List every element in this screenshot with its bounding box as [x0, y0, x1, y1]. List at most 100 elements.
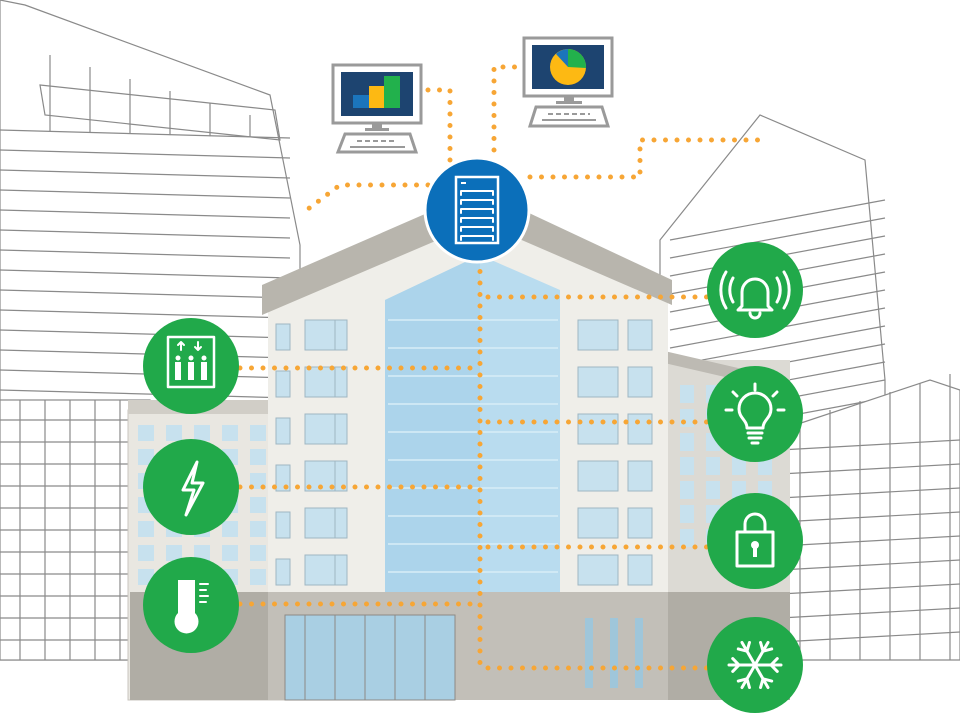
- window: [680, 433, 694, 451]
- window: [275, 417, 291, 445]
- window: [194, 545, 210, 561]
- window: [706, 457, 720, 475]
- window: [627, 413, 653, 445]
- outline-floor: [779, 439, 960, 451]
- elevator-icon: [166, 335, 216, 389]
- window: [627, 507, 653, 539]
- window: [334, 413, 348, 445]
- system-elevator[interactable]: [143, 318, 239, 414]
- window: [627, 366, 653, 398]
- outline-floor: [779, 535, 960, 547]
- outline-floor: [779, 583, 960, 595]
- snowflake-branch: [736, 647, 749, 653]
- outline-floor: [0, 309, 291, 319]
- window: [250, 497, 266, 513]
- network-connectors: [237, 64, 768, 671]
- window: [275, 370, 291, 398]
- system-alarm[interactable]: [707, 242, 803, 338]
- window: [275, 511, 291, 539]
- window: [138, 545, 154, 561]
- window: [732, 481, 746, 499]
- window: [250, 449, 266, 465]
- window: [334, 507, 348, 539]
- window: [706, 481, 720, 499]
- snowflake-branch: [769, 657, 779, 667]
- window: [577, 413, 619, 445]
- outline-floor: [0, 249, 291, 259]
- system-hvac[interactable]: [707, 617, 803, 713]
- window: [275, 464, 291, 492]
- window: [577, 507, 619, 539]
- outline-floor: [779, 559, 960, 571]
- server-rack-icon: [454, 175, 500, 245]
- outline-floor: [669, 325, 886, 367]
- snowflake-branch: [745, 677, 751, 690]
- window: [138, 425, 154, 441]
- system-lighting[interactable]: [707, 366, 803, 462]
- outline-floor: [0, 329, 291, 339]
- snowflake-branch: [731, 663, 741, 673]
- padlock-icon: [735, 512, 775, 568]
- window: [194, 425, 210, 441]
- snowflake-arm: [740, 663, 757, 690]
- outline-floor: [669, 217, 886, 259]
- window: [166, 425, 182, 441]
- outline-floor: [779, 487, 960, 499]
- outline-floor: [0, 129, 291, 139]
- outline-floor: [779, 511, 960, 523]
- window: [250, 569, 266, 585]
- workstation-bar-chart[interactable]: [331, 63, 423, 154]
- outline-floor: [0, 269, 291, 279]
- outline-floor: [779, 607, 960, 619]
- window: [334, 554, 348, 586]
- window: [275, 323, 291, 351]
- window: [732, 457, 746, 475]
- bar-chart-monitor-icon: [353, 76, 400, 108]
- system-security[interactable]: [707, 493, 803, 589]
- window: [166, 545, 182, 561]
- window: [577, 554, 619, 586]
- system-temperature[interactable]: [143, 557, 239, 653]
- outline-floor: [669, 199, 886, 241]
- system-power[interactable]: [143, 439, 239, 535]
- window: [635, 618, 643, 688]
- outline-floor: [779, 631, 960, 643]
- window: [680, 385, 694, 403]
- window: [627, 460, 653, 492]
- window: [680, 505, 694, 523]
- window: [680, 409, 694, 427]
- window: [610, 618, 618, 688]
- window: [222, 545, 238, 561]
- outline-floor: [0, 149, 291, 159]
- window: [680, 481, 694, 499]
- outline-floor: [0, 169, 291, 179]
- alarm-bell-icon: [719, 270, 791, 320]
- window: [627, 554, 653, 586]
- window: [250, 521, 266, 537]
- pie-chart-monitor-icon: [550, 48, 587, 85]
- outline-floor: [0, 189, 291, 199]
- window: [577, 460, 619, 492]
- window: [680, 529, 694, 547]
- thermometer-icon: [174, 580, 209, 634]
- window: [222, 521, 238, 537]
- window: [250, 425, 266, 441]
- window: [577, 366, 619, 398]
- snowflake-branch: [759, 640, 765, 653]
- snowflake-icon: [727, 640, 783, 690]
- outline-floor: [0, 229, 291, 239]
- window: [275, 558, 291, 586]
- outline-floor: [0, 289, 291, 299]
- light-bulb-icon: [724, 382, 786, 445]
- window: [334, 366, 348, 398]
- window: [222, 425, 238, 441]
- window: [585, 618, 593, 688]
- workstation-pie-chart[interactable]: [522, 36, 614, 128]
- window: [334, 319, 348, 351]
- server-hub[interactable]: [423, 156, 531, 264]
- snowflake-branch: [761, 677, 774, 683]
- window: [138, 449, 154, 465]
- window: [138, 521, 154, 537]
